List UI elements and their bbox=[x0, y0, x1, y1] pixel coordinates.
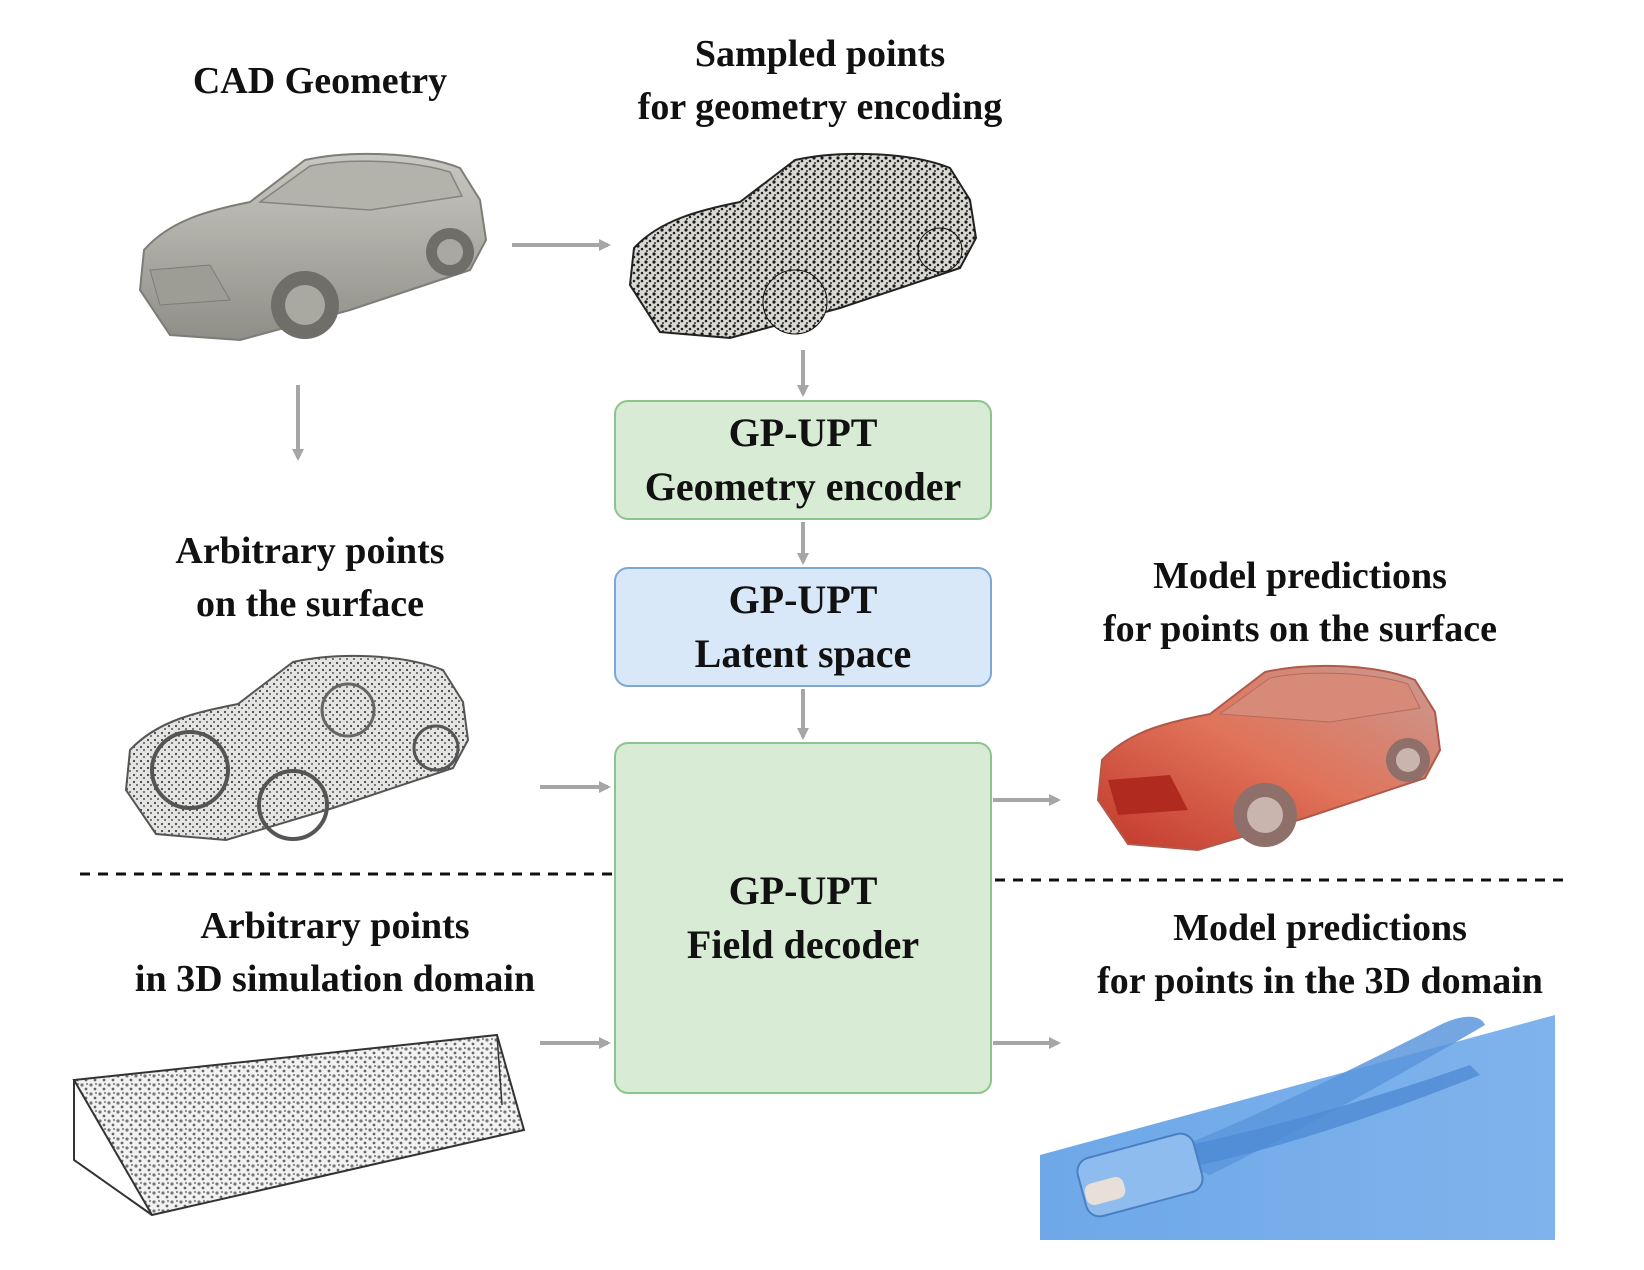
label-line: Arbitrary points bbox=[200, 905, 470, 947]
label-pred-domain: Model predictions for points in the 3D d… bbox=[1050, 902, 1590, 1008]
label-pred-surface: Model predictions for points on the surf… bbox=[1060, 550, 1540, 656]
label-line: Model predictions bbox=[1153, 555, 1447, 597]
box-line: GP-UPT bbox=[728, 868, 878, 913]
geometry-encoder-box: GP-UPT Geometry encoder bbox=[614, 400, 992, 520]
cad-car-image bbox=[138, 152, 488, 342]
box-line: GP-UPT bbox=[728, 410, 878, 455]
simulation-domain-image bbox=[72, 1033, 526, 1217]
sampled-points-car-image bbox=[628, 152, 978, 340]
label-cad-geometry: CAD Geometry bbox=[170, 55, 470, 108]
domain-prediction-image bbox=[1040, 1015, 1555, 1240]
label-line: CAD Geometry bbox=[192, 60, 448, 102]
label-line: Sampled points bbox=[694, 33, 946, 75]
label-arbitrary-surface: Arbitrary points on the surface bbox=[140, 525, 480, 631]
label-line: Arbitrary points bbox=[175, 530, 445, 572]
label-arbitrary-domain: Arbitrary points in 3D simulation domain bbox=[90, 900, 580, 1006]
label-sampled-points: Sampled points for geometry encoding bbox=[590, 28, 1050, 134]
label-line: for points in the 3D domain bbox=[1097, 960, 1543, 1002]
label-line: for points on the surface bbox=[1102, 608, 1498, 650]
surface-points-car-image bbox=[124, 654, 470, 842]
box-line: Geometry encoder bbox=[644, 464, 962, 509]
field-decoder-box: GP-UPT Field decoder bbox=[614, 742, 992, 1094]
latent-space-box: GP-UPT Latent space bbox=[614, 567, 992, 687]
label-line: in 3D simulation domain bbox=[134, 958, 536, 1000]
label-line: Model predictions bbox=[1173, 907, 1467, 949]
box-line: Field decoder bbox=[686, 922, 920, 967]
box-line: GP-UPT bbox=[728, 577, 878, 622]
label-line: for geometry encoding bbox=[637, 86, 1003, 128]
box-line: Latent space bbox=[694, 631, 912, 676]
label-line: on the surface bbox=[196, 583, 424, 625]
surface-prediction-car-image bbox=[1096, 664, 1442, 852]
